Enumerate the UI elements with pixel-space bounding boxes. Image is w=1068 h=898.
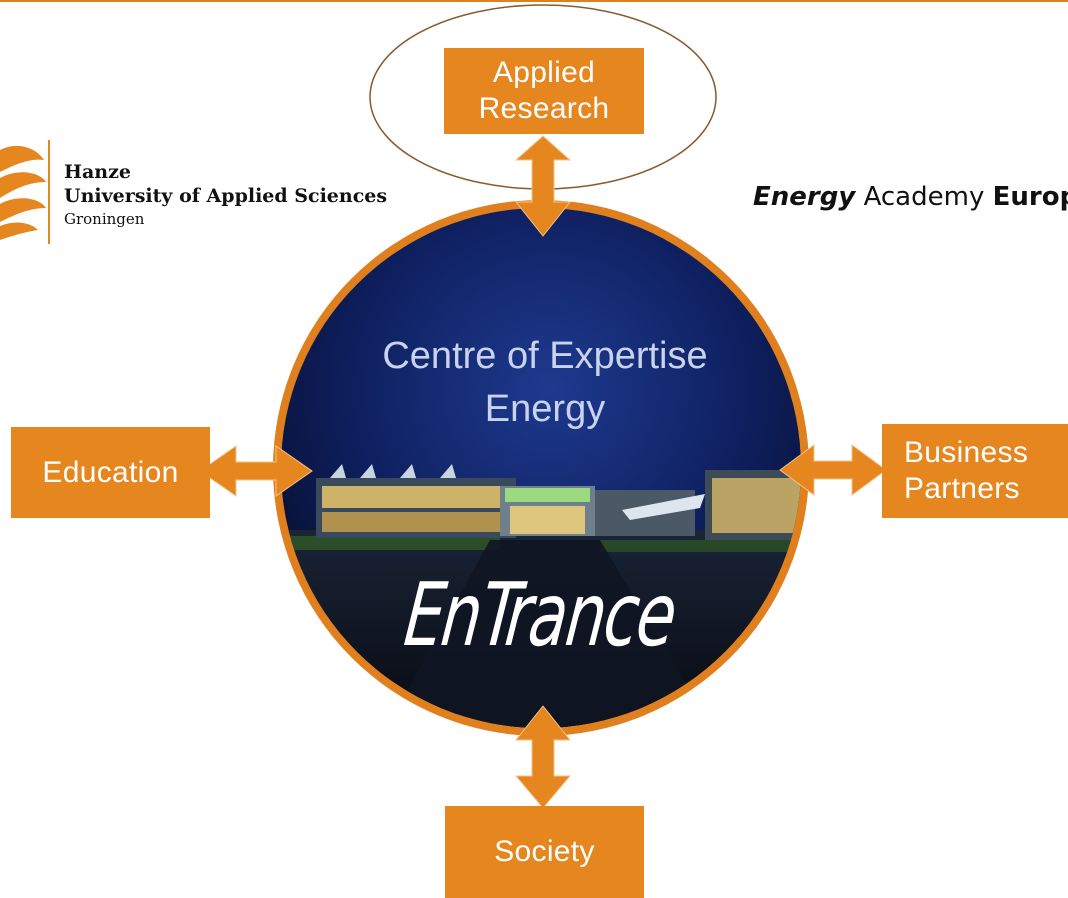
center-title-line1: Centre of Expertise [382, 335, 708, 377]
node-society-label: Society [494, 835, 595, 868]
hanze-logo-subtitle: University of Applied Sciences [64, 185, 388, 207]
entrance-wordmark: EnTrance [392, 563, 688, 667]
node-applied-research: Applied Research [444, 48, 644, 134]
arrow-education [199, 445, 313, 497]
node-business-partners: Business Partners [882, 424, 1068, 518]
arrow-research [514, 135, 572, 237]
hanze-logo-city: Groningen [64, 210, 145, 228]
eae-word-energy: Energy [753, 182, 856, 212]
hanze-flame-emblem-icon [0, 140, 50, 244]
eae-word-europe: Europ [992, 182, 1068, 212]
center-title-line2: Energy [484, 388, 606, 430]
node-society: Society [445, 806, 644, 898]
building-illustration [316, 464, 801, 728]
node-education-label: Education [42, 455, 179, 489]
center-circle [273, 200, 809, 736]
node-research-line1: Applied [492, 56, 596, 89]
node-business-line1: Business [904, 436, 1029, 469]
node-research-line2: Research [478, 92, 610, 125]
hanze-logo-name: Hanze [64, 161, 131, 183]
top-accent-rule [0, 0, 1068, 2]
energy-academy-logo: Energy Academy Europ [753, 182, 1068, 212]
eae-word-academy: Academy [863, 182, 985, 212]
node-education: Education [11, 427, 210, 518]
node-business-line2: Partners [904, 472, 1020, 505]
